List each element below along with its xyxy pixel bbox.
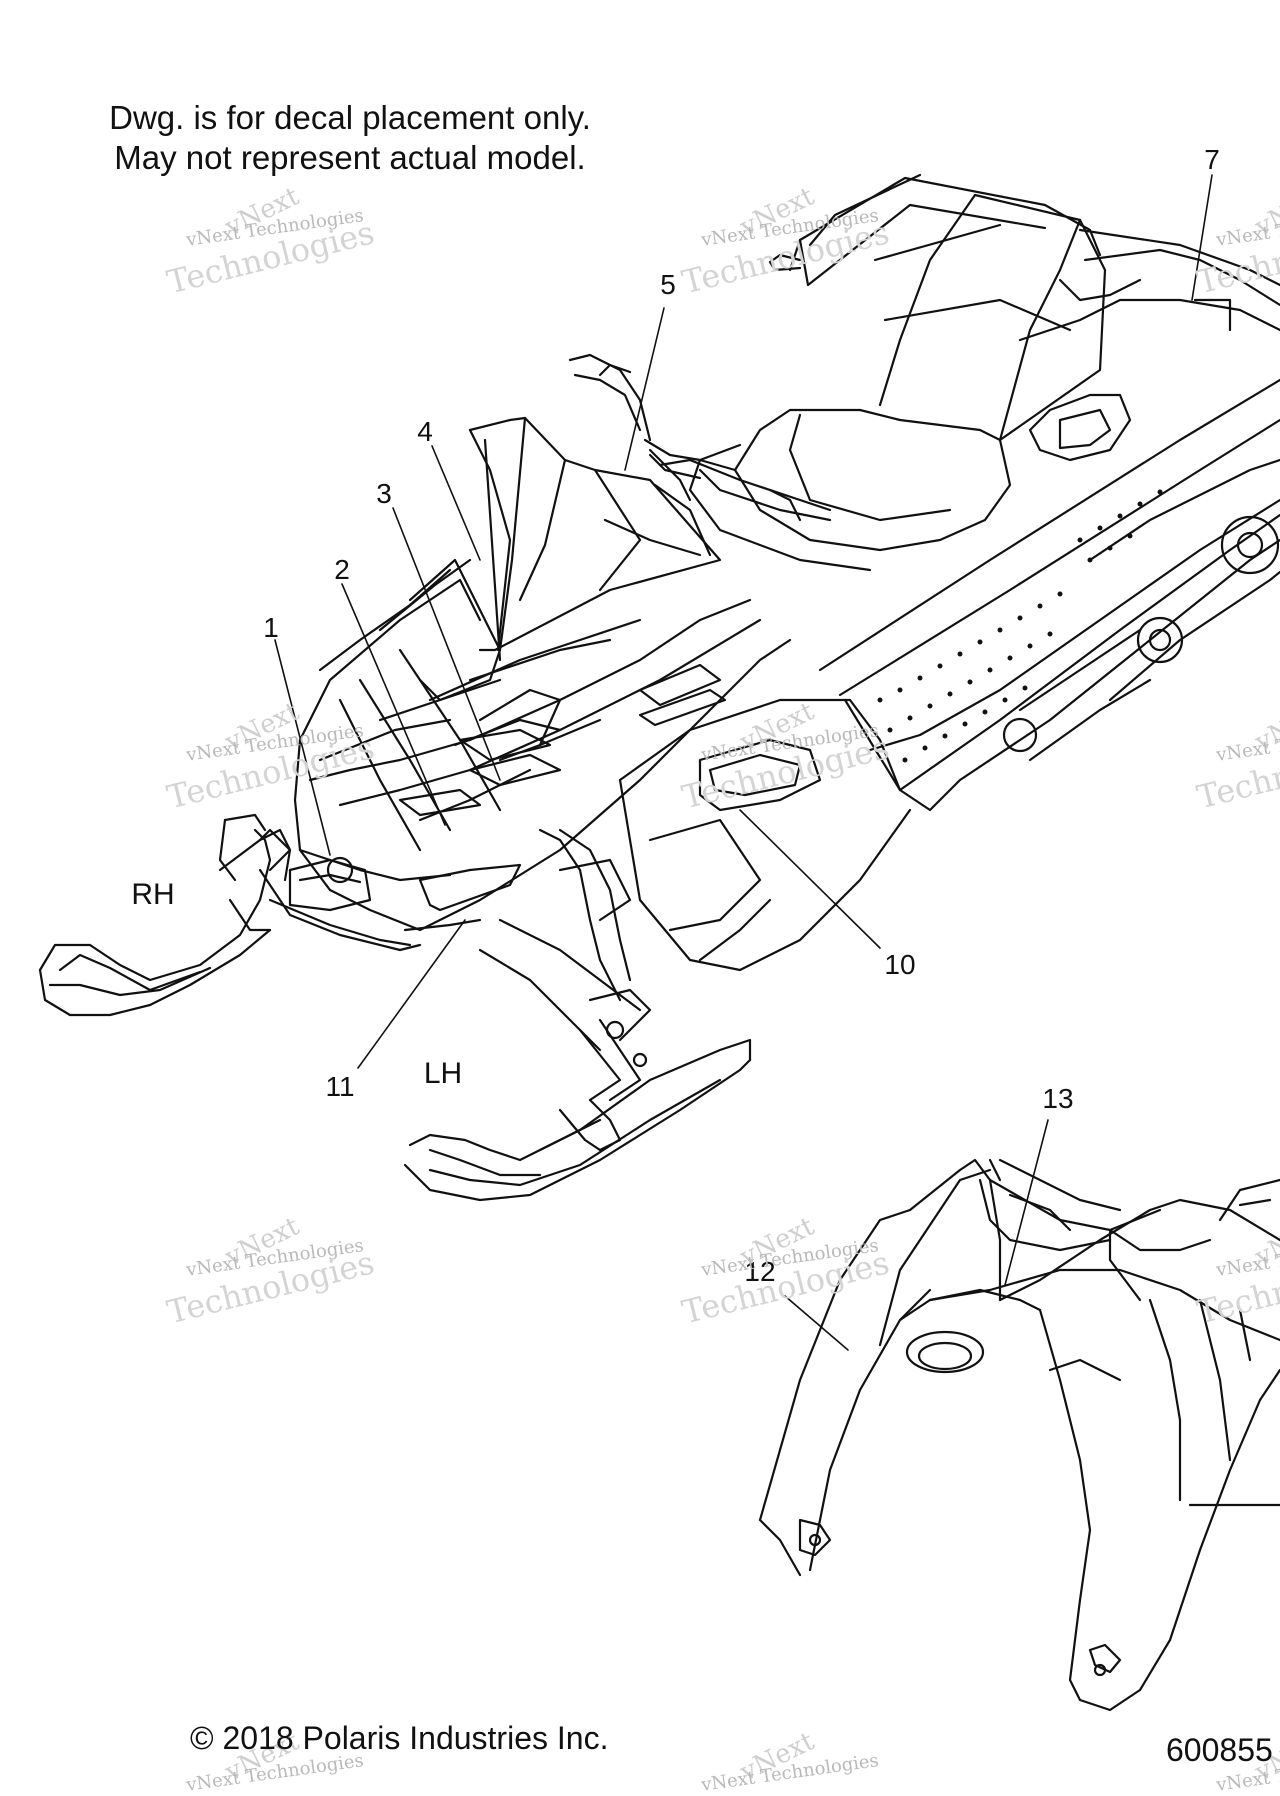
callout-11: 11: [325, 1071, 355, 1102]
leader-lines: [274, 174, 1213, 1351]
callout-7: 7: [1204, 144, 1220, 175]
ski-lh: [403, 1038, 752, 1202]
hood: [293, 558, 792, 932]
rear-tunnel-and-rack: [1018, 228, 1280, 462]
callout-2: 2: [334, 554, 350, 585]
callout-3: 3: [376, 478, 392, 509]
callout-13: 13: [1042, 1083, 1074, 1114]
leader-12: [784, 1295, 849, 1351]
drawing-note-line1: Dwg. is for decal placement only.: [109, 99, 591, 136]
leader-10: [739, 809, 881, 949]
handlebar: [568, 353, 832, 522]
headlight-and-nose: [258, 828, 522, 952]
leader-2: [341, 583, 446, 826]
callout-10: 10: [884, 949, 916, 980]
callout-5: 5: [660, 269, 676, 300]
leader-13: [1004, 1119, 1049, 1286]
detail-hood-panel: [758, 1158, 1280, 1712]
leader-3: [392, 507, 501, 781]
tunnel-dots: [877, 489, 1163, 763]
seat: [688, 193, 1107, 572]
side-panel-lh: [618, 698, 912, 972]
leader-7: [1191, 174, 1213, 301]
copyright-notice: © 2018 Polaris Industries Inc.: [190, 1720, 609, 1756]
drawing-part-number: 600855: [1166, 1732, 1273, 1768]
leader-1: [274, 639, 331, 856]
drive-track: [1002, 458, 1280, 762]
callout-12: 12: [744, 1256, 776, 1287]
callout-1: 1: [263, 612, 279, 643]
tunnel-side-panel: [818, 378, 1280, 812]
leader-5: [624, 307, 665, 471]
rear-grab-handle: [768, 173, 1102, 287]
drawing-note-line2: May not represent actual model.: [114, 139, 586, 176]
ski-rh: [38, 813, 292, 1017]
leader-4: [431, 445, 481, 561]
windshield: [468, 416, 722, 662]
leader-11: [357, 919, 466, 1069]
callout-4: 4: [417, 416, 433, 447]
hood-vents: [398, 663, 727, 817]
side-label-lh: LH: [423, 1057, 463, 1090]
front-suspension: [478, 828, 652, 1102]
side-label-rh: RH: [131, 878, 175, 911]
